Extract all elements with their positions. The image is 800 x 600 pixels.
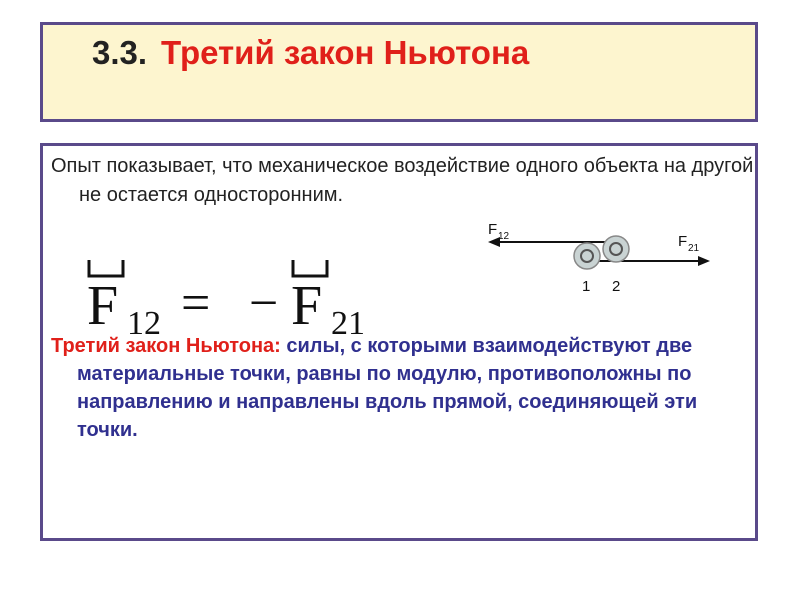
force-12-arrowhead: [488, 237, 500, 247]
law-heading: Третий закон Ньютона:: [51, 335, 281, 357]
formula-minus: −: [249, 275, 278, 332]
vector-bracket-right: [291, 260, 329, 278]
force-21-symbol: F: [678, 233, 687, 250]
formula-sub-left: 12: [127, 305, 161, 338]
formula-sub-right: 21: [331, 305, 365, 338]
force-12-symbol: F: [488, 223, 497, 238]
body-2-outer: [602, 235, 630, 263]
body-2-label: 2: [612, 278, 620, 295]
force-12-sub: 12: [498, 231, 510, 242]
law-body: силы, с которыми взаимодействуют две мат…: [77, 335, 698, 441]
body-1-outer: [573, 242, 601, 270]
title-main: Третий закон Ньютона: [161, 34, 530, 71]
formula: F 12 = − F 21: [87, 260, 365, 338]
law-statement: Третий закон Ньютона: силы, с которыми в…: [51, 332, 717, 444]
body-1-inner: [580, 249, 594, 263]
formula-equals: =: [181, 275, 210, 332]
vector-bracket-left: [87, 260, 125, 278]
formula-f-left: F: [87, 275, 118, 337]
title-number: 3.3.: [92, 34, 148, 71]
intro-text: Опыт показывает, что механическое воздей…: [51, 155, 754, 206]
body-2-inner: [609, 242, 623, 256]
body-1-label: 1: [582, 278, 590, 295]
force-21-arrowhead: [698, 256, 710, 266]
interaction-diagram: F 12 F 21 1 2: [488, 223, 710, 295]
formula-f-right: F: [291, 275, 322, 337]
title-banner: [40, 22, 758, 122]
slide-title: 3.3. Третий закон Ньютона: [92, 34, 529, 72]
content-panel: Опыт показывает, что механическое воздей…: [40, 143, 758, 541]
force-21-sub: 21: [688, 243, 700, 254]
